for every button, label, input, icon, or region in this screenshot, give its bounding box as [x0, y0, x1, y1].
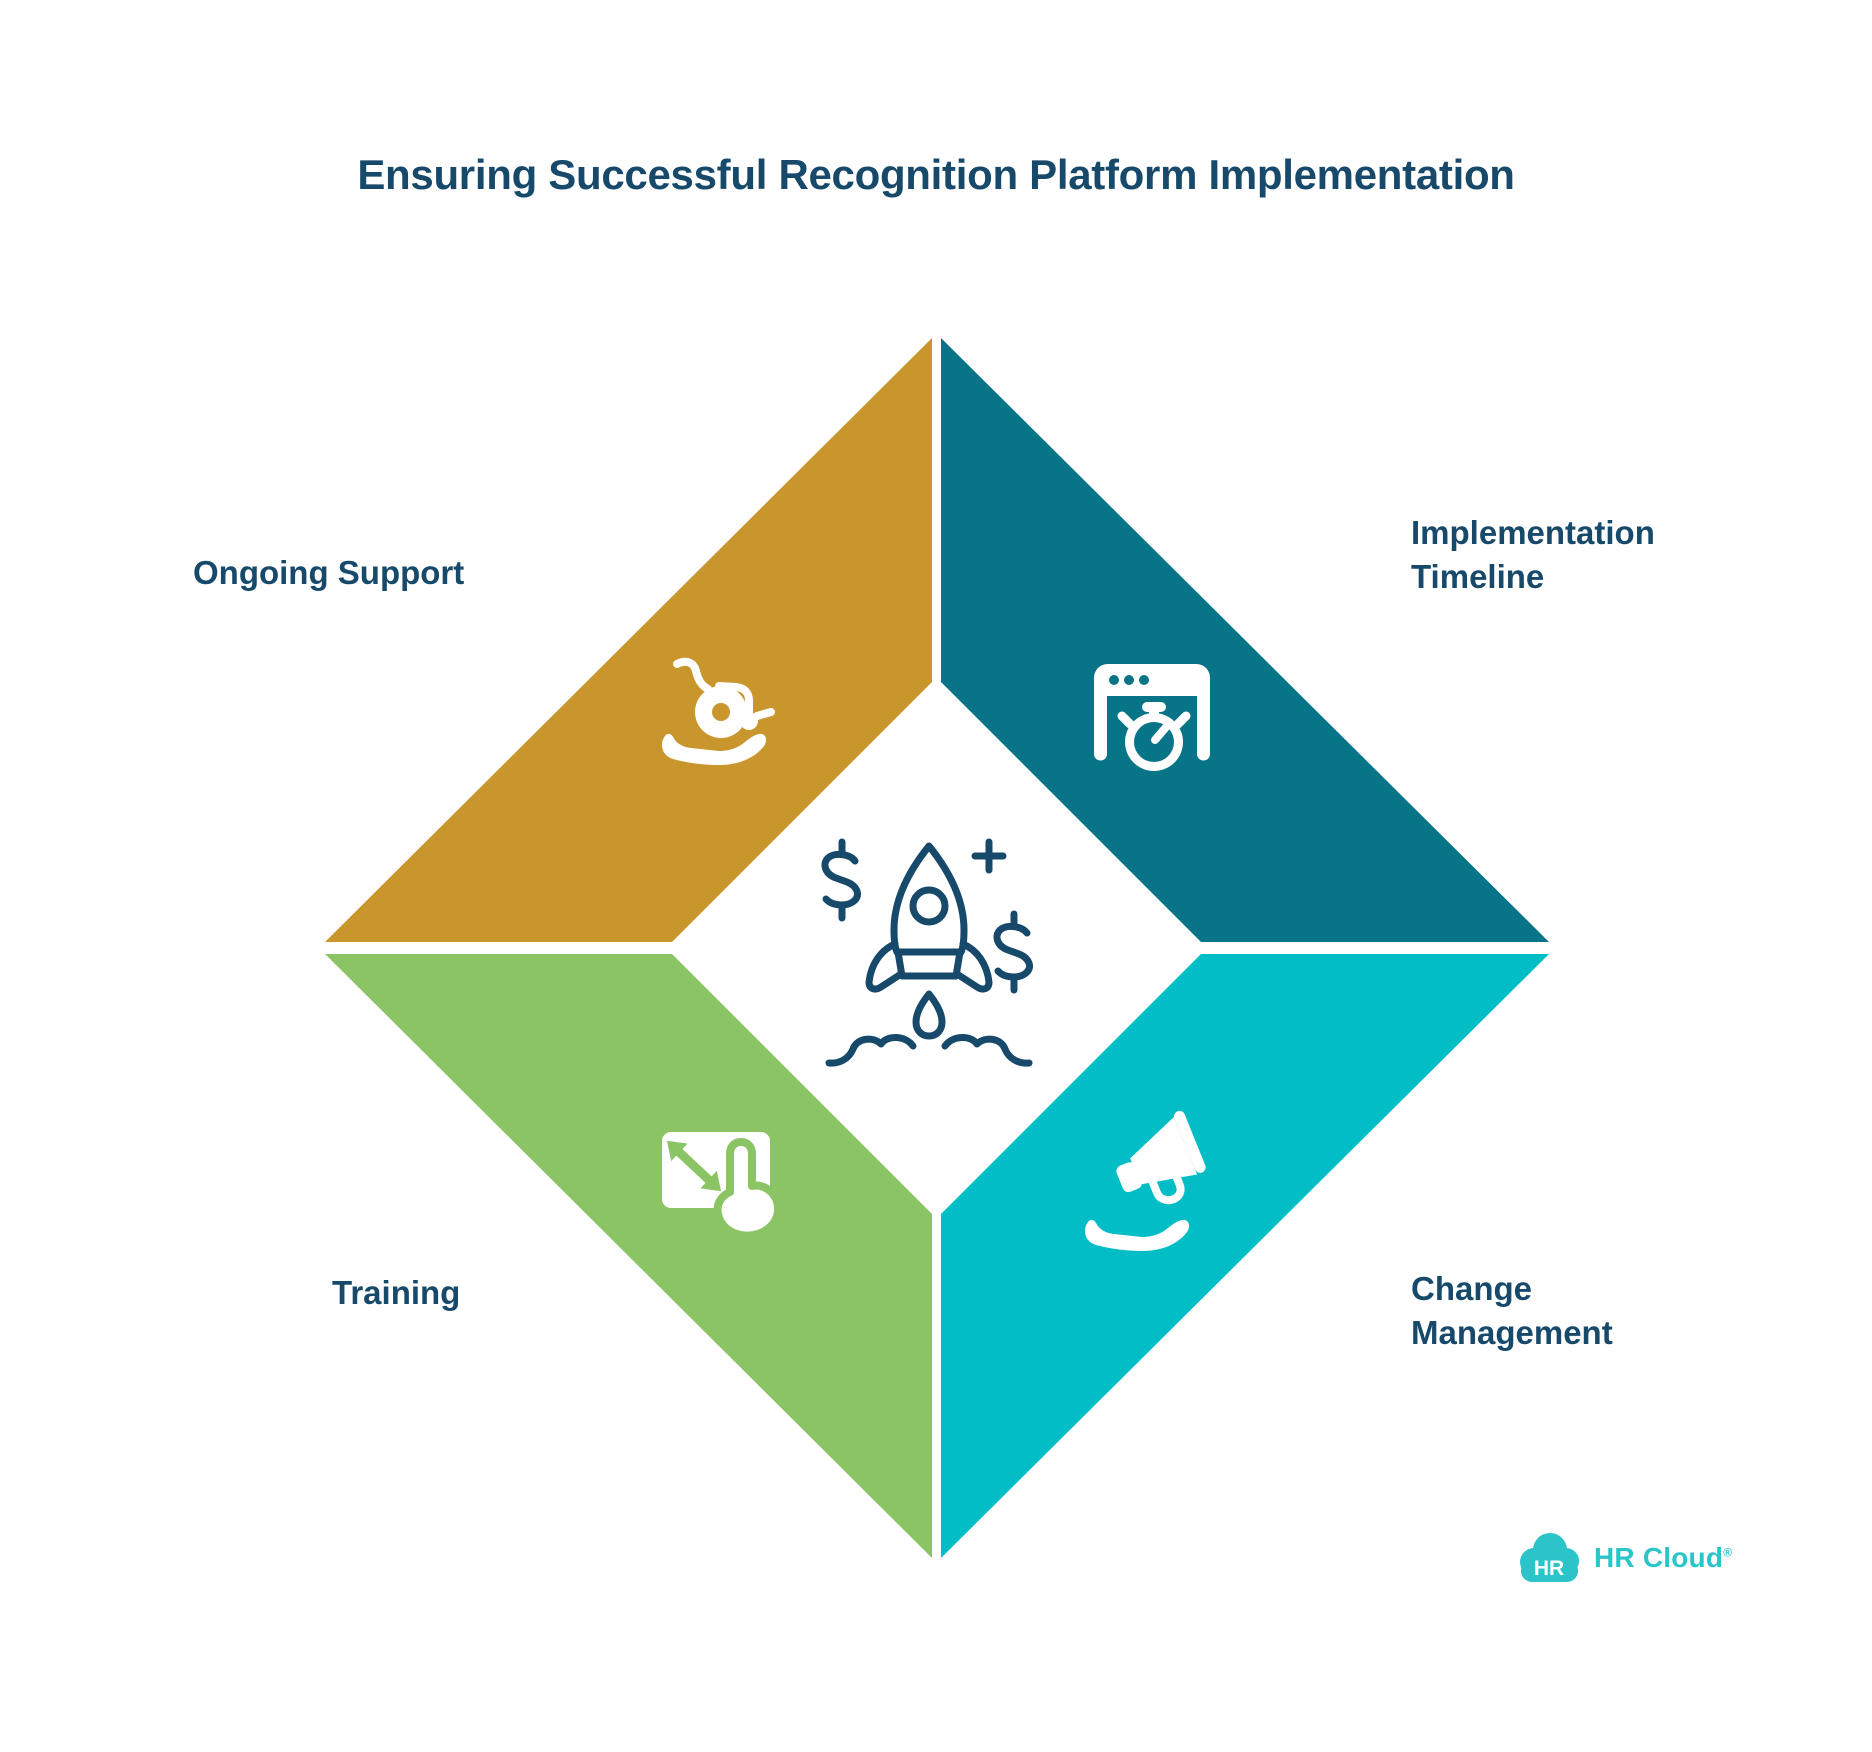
browser-stopwatch-icon	[1094, 664, 1210, 771]
quadrant-implementation-timeline-shape	[941, 338, 1549, 942]
hr-cloud-brand-name: HR Cloud	[1594, 1542, 1724, 1573]
hr-cloud-initials: HR	[1534, 1557, 1564, 1580]
page-title: Ensuring Successful Recognition Platform…	[357, 151, 1515, 198]
plus-icon	[971, 838, 1007, 874]
hr-cloud-logo: HR HR Cloud®	[1516, 1530, 1732, 1586]
hr-cloud-wordmark: HR Cloud®	[1594, 1542, 1732, 1574]
touchscreen-arrows-icon	[662, 1132, 783, 1240]
rocket-launch-with-dollars-icon	[825, 838, 1030, 1067]
label-training: Training	[332, 1274, 461, 1311]
hr-cloud-icon: HR	[1520, 1533, 1579, 1582]
quadrant-training-shape	[325, 954, 932, 1558]
quadrant-change-management-shape	[941, 954, 1549, 1558]
label-implementation-timeline: Implementation Timeline	[1411, 514, 1655, 595]
label-ongoing-support: Ongoing Support	[193, 554, 465, 591]
registered-trademark-symbol: ®	[1723, 1545, 1733, 1560]
hand-holding-wheelchair-icon	[661, 657, 775, 765]
quadrant-ongoing-support-shape	[325, 338, 932, 942]
label-change-management: Change Management	[1411, 1270, 1613, 1351]
hand-holding-megaphone-icon	[1084, 1110, 1206, 1251]
